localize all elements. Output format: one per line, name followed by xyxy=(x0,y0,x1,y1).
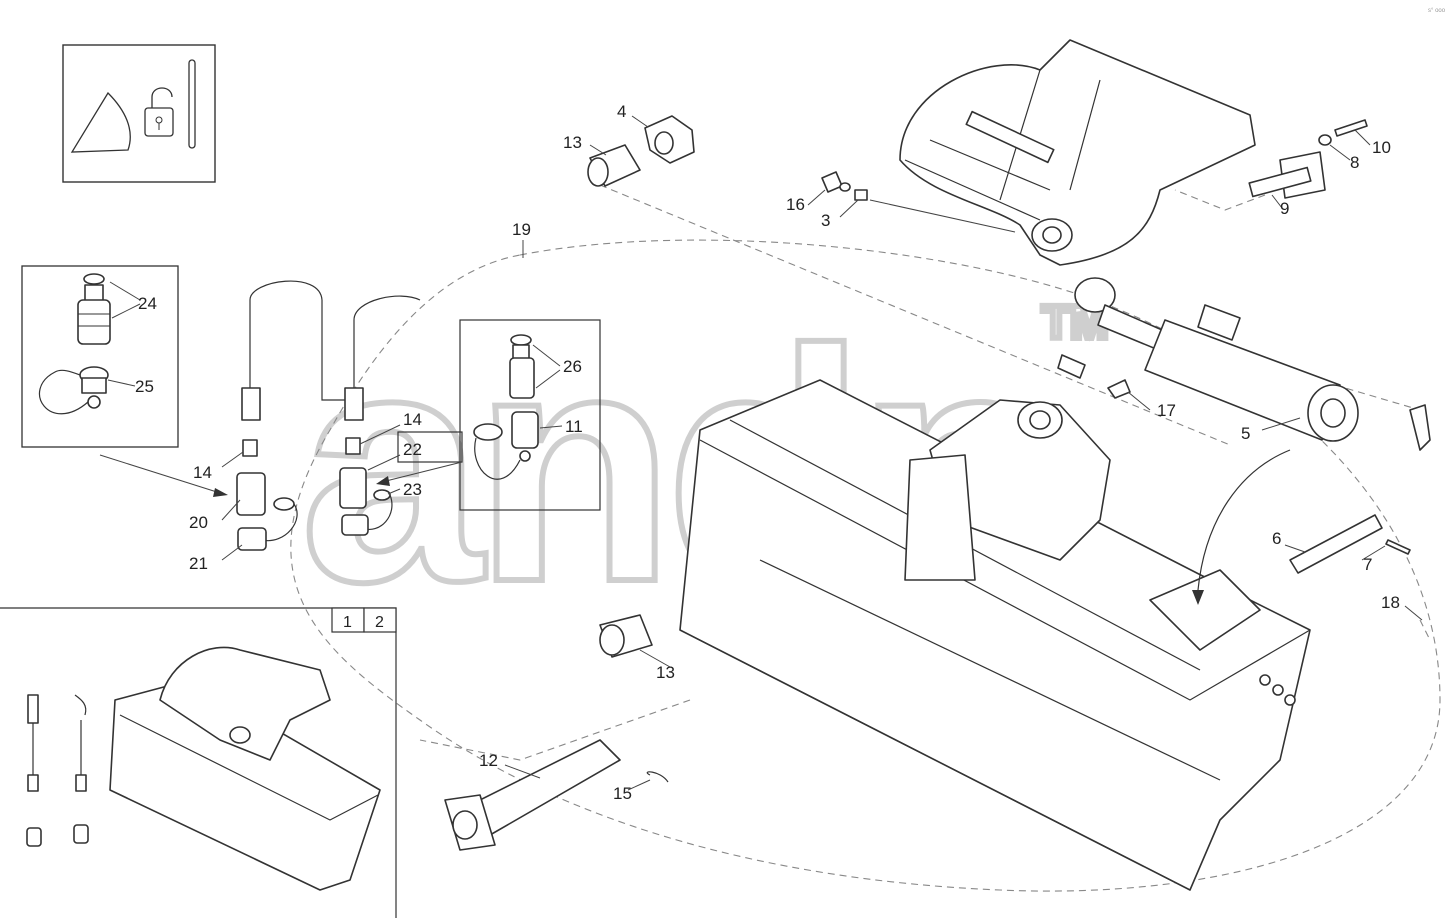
callout-labels: 3 4 5 6 7 8 9 10 11 12 13 13 14 14 15 16… xyxy=(135,102,1400,803)
variant-inset: 1 2 xyxy=(0,607,397,918)
callout-15: 15 xyxy=(613,784,632,803)
dashed-leaders xyxy=(419,184,1431,761)
callout-19: 19 xyxy=(512,220,531,239)
legend-icon-box xyxy=(62,44,216,183)
bushing-and-nut-top xyxy=(587,115,695,187)
callout-21: 21 xyxy=(189,554,208,573)
hydraulic-fittings-left xyxy=(236,280,463,551)
callout-14-left: 14 xyxy=(193,463,212,482)
callout-22: 22 xyxy=(403,440,422,459)
lock-icon xyxy=(144,87,174,137)
callout-23: 23 xyxy=(403,480,422,499)
callout-5: 5 xyxy=(1241,424,1250,443)
callout-11: 11 xyxy=(565,417,583,436)
callout-leaders xyxy=(99,115,1423,791)
pin-icon xyxy=(188,59,196,149)
callout-7: 7 xyxy=(1363,555,1372,574)
callout-13-top: 13 xyxy=(563,133,582,152)
assembly-outline xyxy=(290,239,1441,892)
callout-14-right: 14 xyxy=(403,410,422,429)
ditch-bucket xyxy=(679,379,1311,891)
callout-3: 3 xyxy=(821,211,830,230)
callout-4: 4 xyxy=(617,102,626,121)
pins-and-bushings-bottom xyxy=(444,514,1411,851)
bucket-icon xyxy=(70,91,131,153)
inset-tab-1: 1 xyxy=(343,614,352,631)
callout-6: 6 xyxy=(1272,529,1281,548)
callout-24: 24 xyxy=(138,294,157,313)
callout-26: 26 xyxy=(563,357,582,376)
callout-20: 20 xyxy=(189,513,208,532)
callout-12: 12 xyxy=(479,751,498,770)
coupler-bracket xyxy=(821,39,1368,266)
callout-13-bottom: 13 xyxy=(656,663,675,682)
callout-9: 9 xyxy=(1280,199,1289,218)
inset-tab-2: 2 xyxy=(375,614,384,631)
callout-25: 25 xyxy=(135,377,154,396)
callout-10: 10 xyxy=(1372,138,1391,157)
coupler-detail-box-2 xyxy=(459,319,601,511)
coupler-detail-box xyxy=(21,265,179,448)
hydraulic-cylinder xyxy=(1057,277,1431,451)
callout-18: 18 xyxy=(1381,593,1400,612)
corner-code: s° ooo xyxy=(1428,8,1446,14)
callout-16: 16 xyxy=(786,195,805,214)
callout-17: 17 xyxy=(1157,401,1176,420)
callout-8: 8 xyxy=(1350,153,1359,172)
